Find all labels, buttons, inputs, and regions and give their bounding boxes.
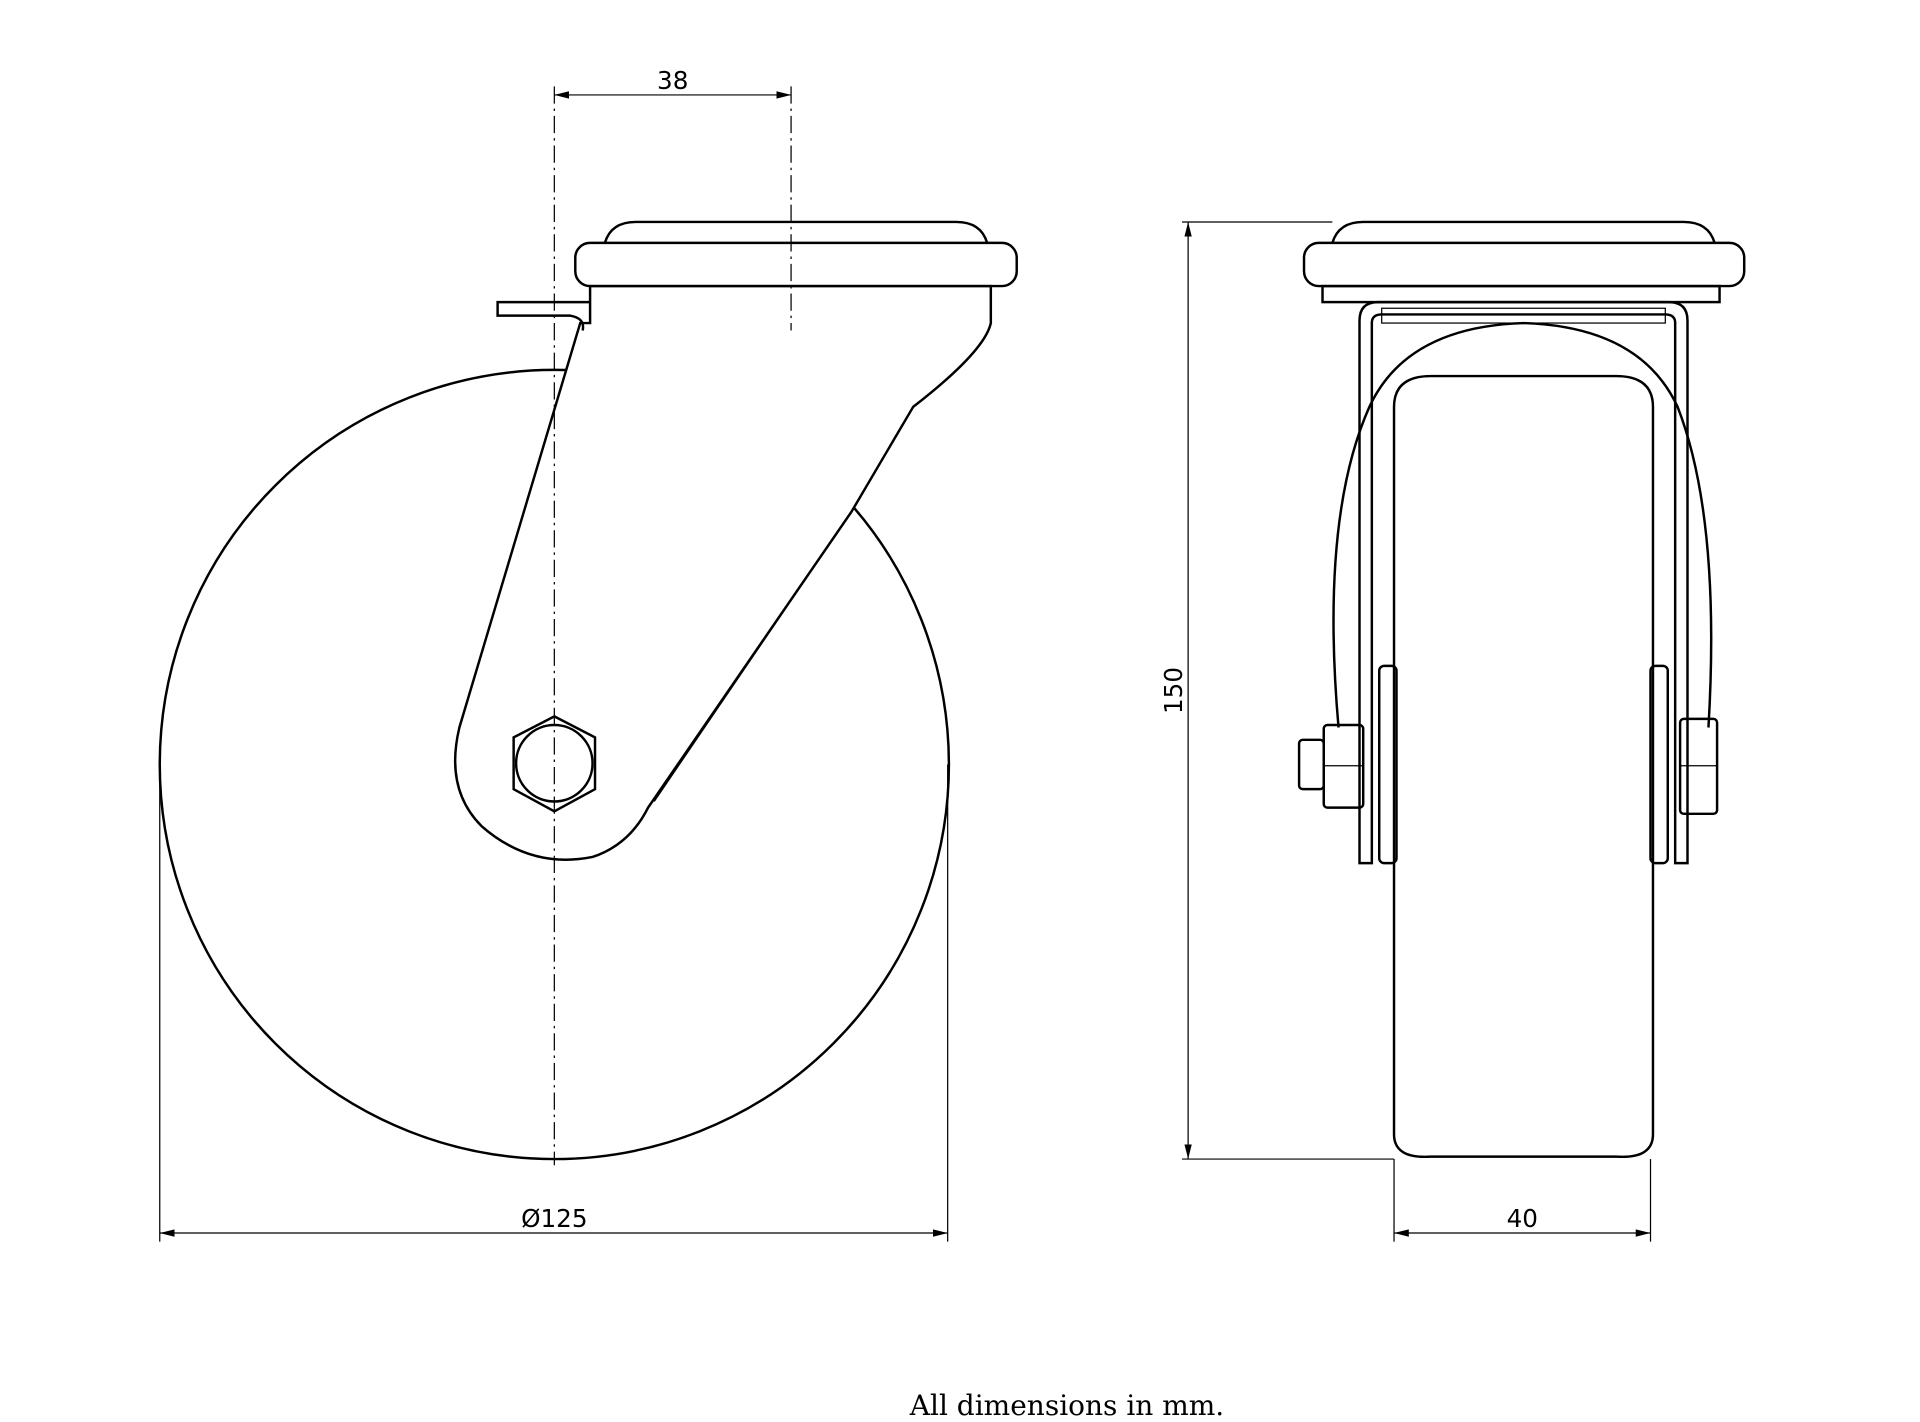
axle-stud bbox=[1297, 738, 1325, 791]
fork-inner-line bbox=[653, 511, 853, 802]
top-plate-crown bbox=[603, 220, 989, 244]
swivel-race bbox=[1381, 307, 1666, 324]
front-view: 150 40 bbox=[1159, 220, 1746, 1242]
top-plate bbox=[574, 241, 1018, 288]
wheel-tread bbox=[1392, 374, 1655, 1159]
fork-body bbox=[453, 284, 993, 861]
height-dimension-label: 150 bbox=[1159, 667, 1188, 714]
footer-note: All dimensions in mm. bbox=[909, 1389, 1225, 1422]
top-plate-front bbox=[1302, 241, 1746, 288]
brake-lip bbox=[496, 300, 591, 331]
hub-left bbox=[1378, 664, 1398, 865]
diameter-dimension-label: Ø125 bbox=[521, 1204, 587, 1233]
top-plate-crown-front bbox=[1331, 220, 1716, 244]
bearing-housing bbox=[1321, 284, 1721, 304]
width-dimension-label: 40 bbox=[1507, 1204, 1538, 1233]
fork-leg-left bbox=[1358, 300, 1689, 865]
side-view: 38 Ø125 bbox=[158, 66, 1018, 1242]
hub-right bbox=[1649, 664, 1669, 865]
offset-dimension-label: 38 bbox=[657, 66, 688, 95]
